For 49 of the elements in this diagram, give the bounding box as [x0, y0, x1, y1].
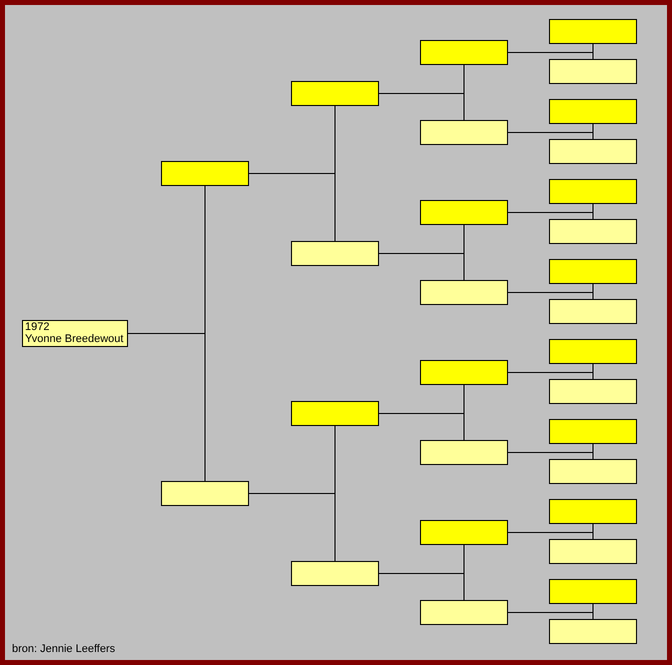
person-box [549, 579, 637, 604]
connector-line [379, 252, 465, 280]
person-box [549, 19, 637, 44]
source-note: bron: Jennie Leeffers [12, 643, 116, 656]
connector-line [379, 412, 465, 440]
person-box [161, 161, 249, 186]
person-box [291, 561, 379, 586]
person-box [549, 619, 637, 644]
person-box [420, 200, 508, 225]
person-box [291, 81, 379, 106]
person-box [549, 339, 637, 364]
person-box [549, 299, 637, 324]
person-box [549, 459, 637, 484]
person-box [549, 99, 637, 124]
person-box [420, 360, 508, 385]
person-box [549, 139, 637, 164]
person-name: Yvonne Breedewout [24, 333, 124, 345]
person-box [291, 401, 379, 426]
person-box [549, 179, 637, 204]
person-box [549, 499, 637, 524]
person-box [549, 59, 637, 84]
connector-line [508, 532, 594, 539]
connector-line [508, 452, 594, 459]
person-box [420, 280, 508, 305]
connector-line [508, 212, 594, 219]
person-box [549, 379, 637, 404]
person-box [161, 481, 249, 506]
person-box [291, 241, 379, 266]
person-box [549, 259, 637, 284]
birth-year: 1972 [24, 321, 50, 333]
connector-line [379, 572, 465, 600]
connector-line [249, 172, 336, 241]
connector-line [249, 492, 336, 561]
connector-line [508, 372, 594, 379]
person-box [549, 539, 637, 564]
connector-line [508, 132, 594, 139]
person-box [420, 520, 508, 545]
connector-line [379, 92, 465, 120]
connector-line [508, 612, 594, 619]
person-box [420, 120, 508, 145]
person-box [22, 320, 128, 347]
person-box [420, 600, 508, 625]
person-box [420, 440, 508, 465]
person-box [420, 40, 508, 65]
person-box [549, 419, 637, 444]
connector-line [128, 332, 206, 481]
person-box [549, 219, 637, 244]
connector-line [508, 52, 594, 59]
connector-line [508, 292, 594, 299]
